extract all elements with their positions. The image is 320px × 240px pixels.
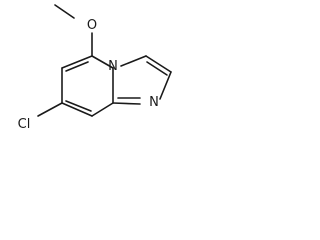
atom-label-chlorine: Cl	[18, 117, 31, 132]
bond-c8-c7	[61, 102, 93, 117]
bond-c8a-c8	[91, 102, 114, 117]
bond-c3-c2	[145, 55, 172, 73]
methyl-bond	[54, 4, 75, 19]
atom-label-imidazole-nitrogen: N	[149, 95, 159, 110]
double-bond-c5-c6	[65, 61, 89, 72]
atom-label-oxygen: O	[87, 18, 97, 33]
bond-c2-n1	[159, 71, 172, 100]
double-bond-c7-c8	[65, 100, 92, 112]
chemical-structure: O N N Cl	[18, 4, 172, 132]
bond-c7-cl	[37, 102, 63, 117]
double-bond-c2-c3	[146, 61, 168, 76]
bond-c5-n4	[91, 55, 114, 69]
bond-n1-c8a	[112, 102, 141, 105]
atom-label-bridgehead-nitrogen: N	[108, 59, 118, 74]
bond-n4-c3	[120, 55, 147, 67]
bond-c6-c5	[61, 55, 93, 69]
